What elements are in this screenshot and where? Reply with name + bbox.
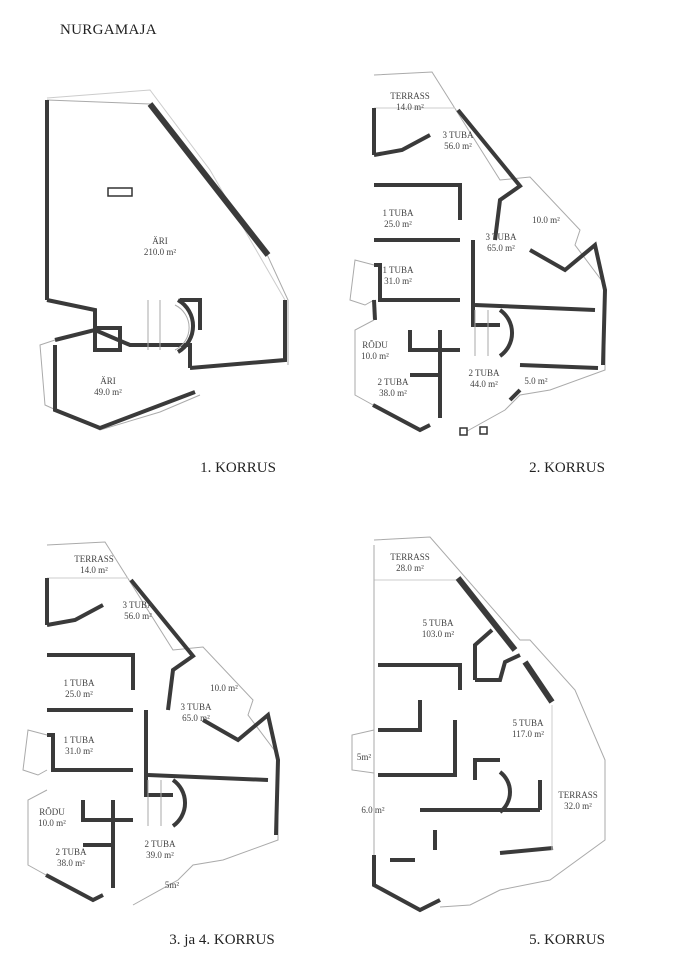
floor-plan-3: TERRASS 14.0 m² 3 TUBA 56.0 m² 1 TUBA 25… <box>22 541 281 906</box>
room-area: 14.0 m² <box>396 102 424 112</box>
room-label: 1 TUBA <box>63 735 95 745</box>
room-area: 32.0 m² <box>564 801 592 811</box>
room-area: 31.0 m² <box>65 746 93 756</box>
room-area: 5m² <box>357 752 372 762</box>
room-area: 38.0 m² <box>379 388 407 398</box>
room-area: 210.0 m² <box>144 247 177 257</box>
plan-title: 5. KORRUS <box>529 932 605 948</box>
room-area: 49.0 m² <box>94 387 122 397</box>
floor-plan-1: ÄRI 210.0 m² ÄRI 49.0 m² 1. KORRUS <box>39 89 289 476</box>
room-area: 10.0 m² <box>532 215 560 225</box>
room-area: 10.0 m² <box>210 683 238 693</box>
room-label: TERRASS <box>558 790 598 800</box>
room-area: 39.0 m² <box>146 850 174 860</box>
room-label: 3 TUBA <box>485 232 517 242</box>
room-label: 2 TUBA <box>55 847 87 857</box>
outline-walls <box>349 71 608 436</box>
room-label: ÄRI <box>152 236 168 246</box>
room-area: 25.0 m² <box>384 219 412 229</box>
room-label: RÕDU <box>39 807 65 817</box>
room-area: 56.0 m² <box>444 141 472 151</box>
plan-title: 2. KORRUS <box>529 460 605 476</box>
room-area: 6.0 m² <box>361 805 385 815</box>
room-area: 10.0 m² <box>361 351 389 361</box>
room-area: 31.0 m² <box>384 276 412 286</box>
room-label: 3 TUBA <box>122 600 154 610</box>
outline-walls <box>39 89 289 431</box>
room-label: TERRASS <box>390 552 430 562</box>
room-area: 25.0 m² <box>65 689 93 699</box>
room-label: 1 TUBA <box>382 265 414 275</box>
room-label: TERRASS <box>74 554 114 564</box>
floor-plan-2: TERRASS 14.0 m² 3 TUBA 56.0 m² 1 TUBA 25… <box>349 71 608 476</box>
room-label: 1 TUBA <box>382 208 414 218</box>
room-area: 10.0 m² <box>38 818 66 828</box>
room-area: 56.0 m² <box>124 611 152 621</box>
room-area: 28.0 m² <box>396 563 424 573</box>
room-label: 5 TUBA <box>512 718 544 728</box>
room-area: 44.0 m² <box>470 379 498 389</box>
outline-walls <box>351 536 606 913</box>
room-label: 2 TUBA <box>377 377 409 387</box>
room-label: 5 TUBA <box>422 618 454 628</box>
room-label: 2 TUBA <box>144 839 176 849</box>
room-area: 117.0 m² <box>512 729 544 739</box>
room-label: RÕDU <box>362 340 388 350</box>
room-label: ÄRI <box>100 376 116 386</box>
room-area: 14.0 m² <box>80 565 108 575</box>
room-label: TERRASS <box>390 91 430 101</box>
room-area: 5.0 m² <box>524 376 548 386</box>
room-area: 103.0 m² <box>422 629 455 639</box>
plan-title: 3. ja 4. KORRUS <box>169 932 274 948</box>
room-label: 2 TUBA <box>468 368 500 378</box>
outline-walls <box>22 541 281 906</box>
plan-title: 1. KORRUS <box>200 460 276 476</box>
room-label: 3 TUBA <box>442 130 474 140</box>
document-heading: NURGAMAJA <box>60 22 157 38</box>
room-area: 5m² <box>165 880 180 890</box>
room-area: 38.0 m² <box>57 858 85 868</box>
room-label: 3 TUBA <box>180 702 212 712</box>
room-area: 65.0 m² <box>487 243 515 253</box>
room-label: 1 TUBA <box>63 678 95 688</box>
room-area: 65.0 m² <box>182 713 210 723</box>
floor-plan-4: TERRASS 28.0 m² 5 TUBA 103.0 m² 5 TUBA 1… <box>351 536 606 948</box>
